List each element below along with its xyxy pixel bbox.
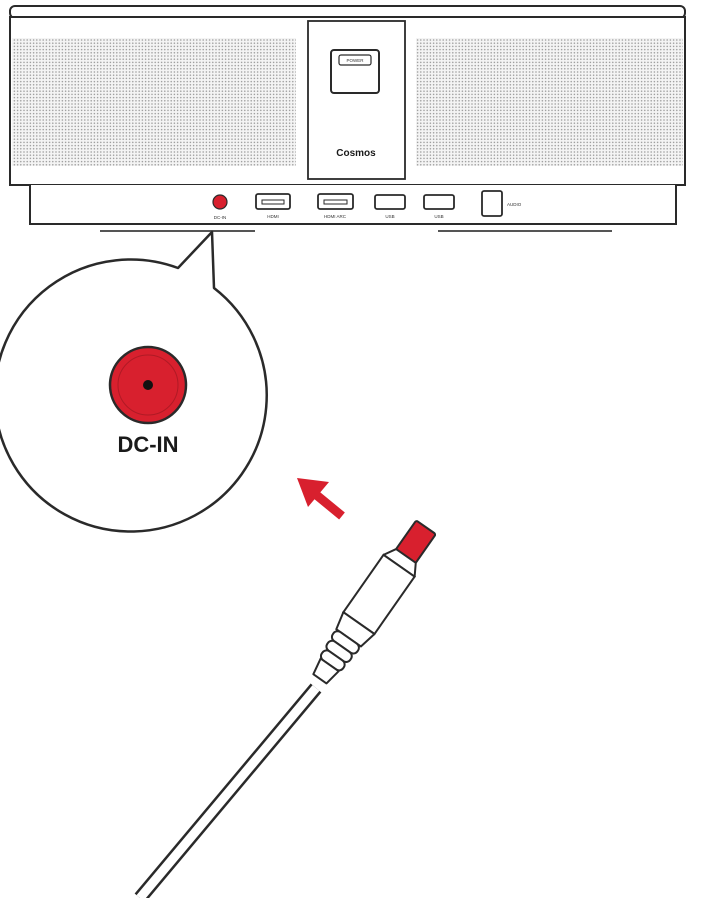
dc-in-callout: DC-IN — [0, 230, 268, 533]
insert-direction-arrow-icon — [297, 478, 345, 520]
dc-in-port-ring — [117, 354, 179, 416]
dc-plug — [312, 520, 437, 685]
speaker-grille-left — [12, 38, 296, 166]
hdmi-arc-port — [317, 193, 354, 210]
usb-port-2-label: USB — [434, 214, 443, 219]
power-key-label: POWER — [346, 58, 364, 63]
callout-port-label: DC-IN — [117, 432, 178, 457]
brand-label: Cosmos — [336, 148, 376, 159]
arrow-shaft — [311, 489, 345, 520]
hdmi-port-label: HDMI — [267, 214, 279, 219]
hdmi-arc-port-label: HDMI ARC — [324, 214, 347, 219]
audio-port-label: AUDIO — [507, 202, 522, 207]
speaker-grille-right — [416, 38, 683, 166]
hdmi-arc-port-inner — [323, 199, 348, 205]
power-key — [338, 54, 372, 66]
usb-port-1 — [374, 194, 406, 210]
strain-relief-end — [312, 657, 340, 685]
usb-port-2 — [423, 194, 455, 210]
usb-port-1-label: USB — [385, 214, 394, 219]
plug-taper — [335, 611, 376, 648]
hdmi-port-inner — [261, 199, 285, 205]
dc-in-port-label: DC-IN — [214, 215, 227, 220]
audio-port — [481, 190, 503, 217]
hdmi-port — [255, 193, 291, 210]
projector: POWER Cosmos DC-IN HDMI HDMI ARC USB USB… — [9, 5, 686, 232]
dc-power-cable — [134, 520, 437, 898]
cable-fill — [136, 685, 320, 898]
arrow-head — [297, 478, 329, 507]
dc-in-pin — [143, 380, 153, 390]
center-panel — [307, 20, 406, 180]
dc-in-port — [212, 194, 228, 210]
